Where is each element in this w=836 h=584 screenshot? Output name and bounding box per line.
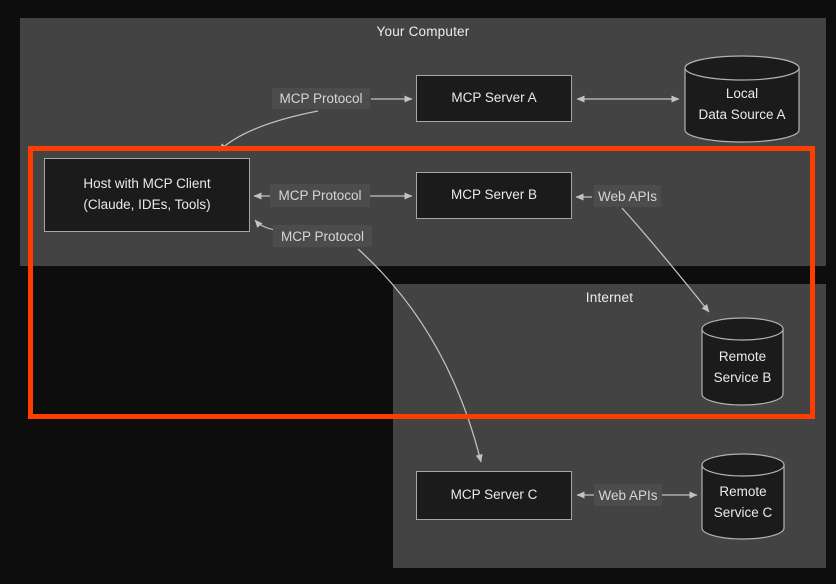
your-computer-title: Your Computer [376,24,470,39]
edge-label-mcp-protocol-2: MCP Protocol [270,184,370,207]
cylinder-shape [701,317,784,406]
edge-web-apis-to-remote-service-b [621,207,710,313]
edge-label-web-apis-2: Web APIs [594,484,662,506]
edge-label-mcp-protocol-3: MCP Protocol [273,225,372,247]
local-data-source-a-line1: Local [725,86,759,102]
node-mcp-server-a: MCP Server A [416,75,572,122]
host-label-line2: (Claude, IDEs, Tools) [83,197,211,212]
mcp-server-c-label: MCP Server C [450,487,538,503]
local-data-source-a-line2: Data Source A [698,107,786,122]
edge-mcp-protocol-to-host [218,110,319,152]
node-host-with-mcp-client: Host with MCP Client (Claude, IDEs, Tool… [44,158,250,232]
cylinder-shape [701,453,785,540]
remote-service-c-line1: Remote [719,483,767,499]
node-local-data-source-a: Local Data Source A [684,55,800,143]
mcp-server-b-label: MCP Server B [450,187,538,203]
mcp-server-a-label: MCP Server A [451,90,537,106]
edge-label-mcp-protocol-1: MCP Protocol [272,88,370,109]
node-remote-service-c: Remote Service C [701,453,785,540]
remote-service-b-line2: Service B [713,369,772,385]
remote-service-b-line1: Remote [718,348,767,364]
node-remote-service-b: Remote Service B [701,317,784,406]
edge-mcp-protocol3-to-server-c [357,248,483,463]
remote-service-c-line2: Service C [713,504,773,520]
cylinder-shape [684,55,800,143]
host-label-line1: Host with MCP Client [83,176,211,192]
node-mcp-server-b: MCP Server B [416,172,572,219]
node-mcp-server-c: MCP Server C [416,471,572,520]
edge-label-web-apis-1: Web APIs [594,185,661,207]
internet-title: Internet [585,290,634,305]
